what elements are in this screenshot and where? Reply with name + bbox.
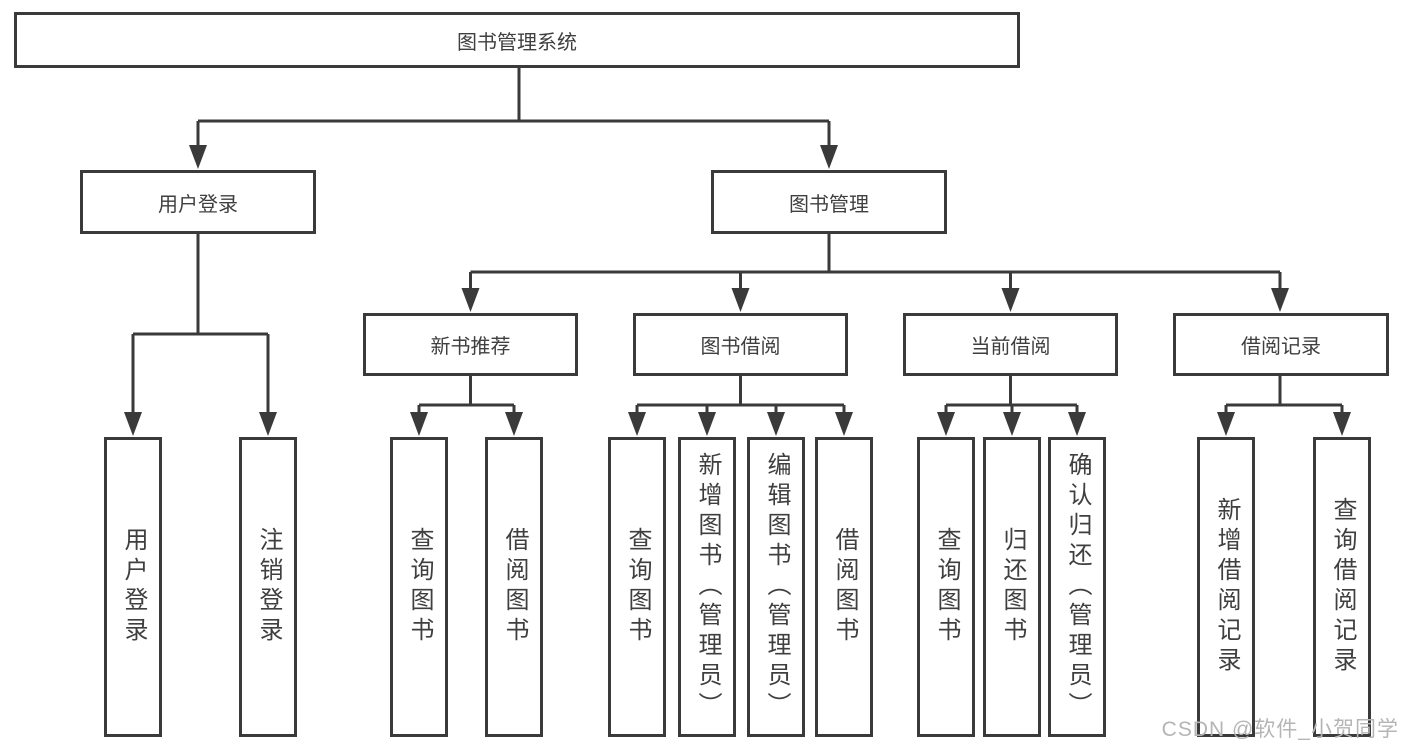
node-book-borrowing: 图书借阅: [633, 313, 848, 376]
leaf-query-books-recommend-label: 查询图书: [406, 527, 433, 647]
arrow-down-icon: [937, 412, 955, 436]
leaf-borrow-books-label: 借阅图书: [831, 527, 858, 647]
arrow-down-icon: [1003, 412, 1021, 436]
leaf-logout-label: 注销登录: [255, 527, 282, 647]
leaf-query-books-recommend: 查询图书: [390, 437, 448, 737]
node-current-borrowing-label: 当前借阅: [970, 336, 1051, 358]
arrow-down-icon: [189, 145, 207, 169]
node-new-book-recommendation-label: 新书推荐: [430, 336, 511, 358]
arrow-down-icon: [731, 288, 750, 312]
arrow-down-icon: [410, 412, 428, 436]
node-book-management-label: 图书管理: [789, 193, 869, 216]
leaf-user-login-label: 用户登录: [120, 527, 147, 647]
leaf-add-borrow-record-label: 新增借阅记录: [1213, 497, 1240, 677]
arrow-down-icon: [461, 288, 480, 312]
leaf-query-books-borrow: 查询图书: [608, 437, 666, 737]
leaf-query-books-current: 查询图书: [917, 437, 975, 737]
node-user-login: 用户登录: [80, 170, 316, 234]
arrow-down-icon: [124, 412, 142, 436]
arrow-down-icon: [505, 412, 523, 436]
arrow-down-icon: [259, 412, 277, 436]
arrow-down-icon: [1271, 288, 1289, 312]
connector-level3-leaves: [417, 376, 1344, 418]
leaf-query-books-current-label: 查询图书: [933, 527, 960, 647]
arrow-down-icon: [1001, 288, 1020, 312]
node-new-book-recommendation: 新书推荐: [363, 313, 578, 376]
leaf-add-books-admin-label: 新增图书（管理员）: [694, 452, 721, 722]
node-current-borrowing: 当前借阅: [903, 313, 1118, 376]
node-user-login-label: 用户登录: [158, 193, 238, 216]
leaf-edit-books-admin-label: 编辑图书（管理员）: [763, 452, 790, 722]
leaf-borrow-books-recommend-label: 借阅图书: [501, 527, 528, 647]
arrow-down-icon: [1068, 412, 1086, 436]
leaf-add-borrow-record: 新增借阅记录: [1197, 437, 1255, 737]
arrow-down-icon: [835, 412, 853, 436]
leaf-query-borrow-record-label: 查询借阅记录: [1329, 497, 1356, 677]
connector-user-leaves: [131, 234, 270, 416]
leaf-user-login: 用户登录: [104, 437, 162, 737]
node-borrowing-records: 借阅记录: [1173, 313, 1389, 376]
leaf-edit-books-admin: 编辑图书（管理员）: [747, 437, 805, 737]
connector-root-level2: [196, 68, 831, 150]
node-library-management-system-label: 图书管理系统: [457, 31, 577, 54]
leaf-borrow-books-recommend: 借阅图书: [485, 437, 543, 737]
connector-book-level3: [469, 234, 1282, 292]
leaf-return-books: 归还图书: [983, 437, 1041, 737]
node-library-management-system: 图书管理系统: [14, 12, 1020, 68]
arrow-down-icon: [1217, 412, 1235, 436]
arrow-down-icon: [820, 145, 838, 169]
leaf-borrow-books: 借阅图书: [815, 437, 873, 737]
arrow-down-icon: [1333, 412, 1351, 436]
arrow-down-icon: [698, 412, 716, 436]
arrow-down-icon: [628, 412, 646, 436]
leaf-return-books-label: 归还图书: [999, 527, 1026, 647]
leaf-confirm-return-admin: 确认归还（管理员）: [1048, 437, 1106, 737]
node-book-borrowing-label: 图书借阅: [700, 336, 781, 358]
leaf-logout: 注销登录: [239, 437, 297, 737]
watermark: CSDN @软件_小贺同学: [1161, 718, 1399, 741]
node-book-management: 图书管理: [711, 170, 947, 234]
leaf-query-borrow-record: 查询借阅记录: [1313, 437, 1371, 737]
leaf-query-books-borrow-label: 查询图书: [624, 527, 651, 647]
node-borrowing-records-label: 借阅记录: [1241, 336, 1321, 358]
leaf-add-books-admin: 新增图书（管理员）: [678, 437, 736, 737]
arrow-down-icon: [767, 412, 785, 436]
leaf-confirm-return-admin-label: 确认归还（管理员）: [1064, 452, 1091, 722]
